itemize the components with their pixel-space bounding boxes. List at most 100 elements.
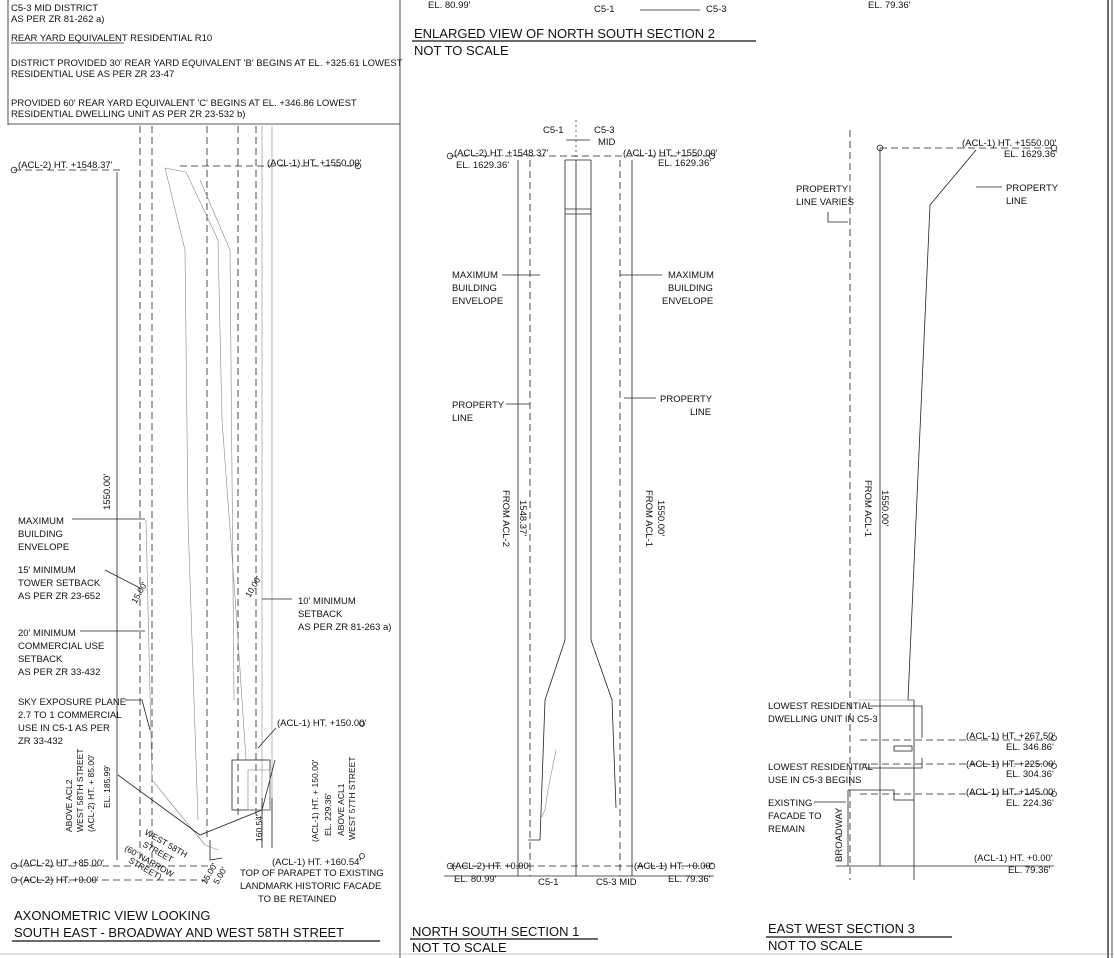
elevation-marker-icon <box>354 162 362 170</box>
callout-line: MAXIMUM <box>668 270 714 281</box>
left-view-title: SOUTH EAST - BROADWAY AND WEST 58TH STRE… <box>14 925 344 940</box>
section2-building <box>444 159 714 877</box>
top-c53: C5-3 <box>706 4 727 15</box>
callout-line: ZR 33-432 <box>18 736 63 747</box>
acl1-225-label: (ACL-1) HT. +225.00' <box>966 759 1055 770</box>
callout-line: PROPERTY <box>452 400 505 411</box>
section3-building <box>836 130 1054 880</box>
acl1-150-label: (ACL-1) HT. +150.00' <box>277 718 366 729</box>
callout-line: BUILDING <box>668 283 713 294</box>
rotated-label: FROM ACL-1 <box>643 490 654 547</box>
callout-line: LOWEST RESIDENTIAL <box>768 762 873 773</box>
broadway-label: BROADWAY <box>834 807 845 862</box>
rotated-label: 1550.00' <box>655 500 666 536</box>
acl1-145-label: (ACL-1) HT. +145.00' <box>966 787 1055 798</box>
callout-line: PROPERTY <box>796 184 849 195</box>
el-label: EL. 79.36' <box>1008 865 1051 876</box>
rotated-label: (ACL-1) HT. + 150.00' <box>310 759 320 842</box>
el-label: EL. 224.36' <box>1006 798 1054 809</box>
rotated-label: FROM ACL-2 <box>500 490 511 547</box>
callout-line: SKY EXPOSURE PLANE <box>18 697 126 708</box>
callout-line: SETBACK <box>18 654 63 665</box>
callout-line: AS PER ZR 81-263 a) <box>298 622 391 633</box>
note-line: PROVIDED 60' REAR YARD EQUIVALENT 'C' BE… <box>11 98 357 109</box>
callout-line: AS PER ZR 23-652 <box>18 591 100 602</box>
callout-line: TOWER SETBACK <box>18 578 101 589</box>
top-el-label: EL. 79.36' <box>868 0 911 11</box>
callout-line: COMMERCIAL USE <box>18 641 104 652</box>
callout-line: BUILDING <box>18 529 63 540</box>
rotated-label: ABOVE ACL1 <box>336 783 346 836</box>
callout-line: MAXIMUM <box>452 270 498 281</box>
callout-line: LINE <box>1006 196 1027 207</box>
callout-line: 15' MINIMUM <box>18 565 76 576</box>
callout-line: 2.7 TO 1 COMMERCIAL <box>18 710 122 721</box>
el-label: EL. 1629.36' <box>1004 149 1057 160</box>
acl2-top-label: (ACL-2) HT. +1548.37' <box>18 160 113 171</box>
el-label: EL. 304.36' <box>1006 769 1054 780</box>
callout-line: USE IN C5-1 AS PER <box>18 723 110 734</box>
axonometric-tower <box>117 126 276 861</box>
section1-subtitle: NOT TO SCALE <box>412 940 507 955</box>
left-view-title: AXONOMETRIC VIEW LOOKING <box>14 908 210 923</box>
top-c51: C5-1 <box>594 4 615 15</box>
c53-label: MID <box>598 137 616 148</box>
c53-label: C5-3 <box>594 125 615 136</box>
section3-subtitle: NOT TO SCALE <box>768 938 863 953</box>
el-label: EL. 1629.36' <box>456 160 509 171</box>
acl2-top-label: (ACL-2) HT. +1548.37' <box>454 148 549 159</box>
rotated-label: FROM ACL-1 <box>862 480 873 537</box>
callout-line: REMAIN <box>768 824 805 835</box>
height-dimension: 1550.00' <box>102 474 113 510</box>
callout-line: DWELLING UNIT IN C5-3 <box>768 714 878 725</box>
el-label: EL. 1629.36' <box>658 158 711 169</box>
callout-line: LOWEST RESIDENTIAL <box>768 701 873 712</box>
rotated-label: WEST 58TH STREET <box>75 749 85 832</box>
right-panel: EL. 79.36' (ACL-1) HT. +1550.00' EL. 162… <box>766 0 1059 953</box>
acl2-0-label: (ACL-2) HT. +0.00' <box>20 875 99 886</box>
callout-line: LINE <box>690 407 711 418</box>
acl1-0-label: (ACL-1) HT. +0.00' <box>634 861 713 872</box>
callout-line: ENVELOPE <box>18 542 69 553</box>
top-el-label: EL. 80.99' <box>428 0 471 11</box>
callout-line: AS PER ZR 33-432 <box>18 667 100 678</box>
note-line: AS PER ZR 81-262 a) <box>11 14 104 25</box>
c51-label: C5-1 <box>543 125 564 136</box>
callout-line: BUILDING <box>452 283 497 294</box>
rotated-label: WEST 57TH STREET <box>347 757 357 840</box>
acl1-top-label: (ACL-1) HT. +1550.00' <box>623 148 718 159</box>
note-line: DISTRICT PROVIDED 30' REAR YARD EQUIVALE… <box>11 58 403 69</box>
note-line: C5-3 MID DISTRICT <box>11 3 98 14</box>
acl1-160-label: (ACL-1) HT. +160.54' <box>272 857 361 868</box>
rotated-label: EL. 185.99' <box>102 765 112 808</box>
acl1-top-label: (ACL-1) HT. +1550.00' <box>962 138 1057 149</box>
callout-line: SETBACK <box>298 609 343 620</box>
callout-line: MAXIMUM <box>18 516 64 527</box>
acl1-267-label: (ACL-1) HT. +267.50' <box>966 731 1055 742</box>
callout-line: FACADE TO <box>768 811 822 822</box>
rotated-label: 1550.00' <box>879 490 890 526</box>
section2-subtitle: NOT TO SCALE <box>414 43 509 58</box>
acl1-0-label: (ACL-1) HT. +0.00' <box>974 853 1053 864</box>
el-label: EL. 79.36' <box>668 874 711 885</box>
section2-title: ENLARGED VIEW OF NORTH SOUTH SECTION 2 <box>414 26 715 41</box>
middle-panel: EL. 80.99' C5-1 C5-3 ENLARGED VIEW OF NO… <box>410 0 756 955</box>
callout-line: 20' MINIMUM <box>18 628 76 639</box>
section3-title: EAST WEST SECTION 3 <box>768 921 915 936</box>
callout-line: ENVELOPE <box>452 296 503 307</box>
callout-line: PROPERTY <box>1006 183 1059 194</box>
section1-title: NORTH SOUTH SECTION 1 <box>412 924 579 939</box>
parapet-line: TO BE RETAINED <box>258 894 336 905</box>
acl2-85-label: (ACL-2) HT. +85.00' <box>20 858 104 869</box>
parapet-line: TOP OF PARAPET TO EXISTING <box>240 868 384 879</box>
callout-line: EXISTING <box>768 798 812 809</box>
callout-line: PROPERTY <box>660 394 713 405</box>
rotated-label: 1548.37' <box>517 500 528 536</box>
rotated-label: EL. 229.36' <box>323 793 333 836</box>
note-line: RESIDENTIAL USE AS PER ZR 23-47 <box>11 69 174 80</box>
rotated-label: ABOVE ACL2 <box>64 779 74 832</box>
callout-line: ENVELOPE <box>662 296 713 307</box>
callout-line: USE IN C5-3 BEGINS <box>768 775 861 786</box>
callout-line: 10' MINIMUM <box>298 596 356 607</box>
